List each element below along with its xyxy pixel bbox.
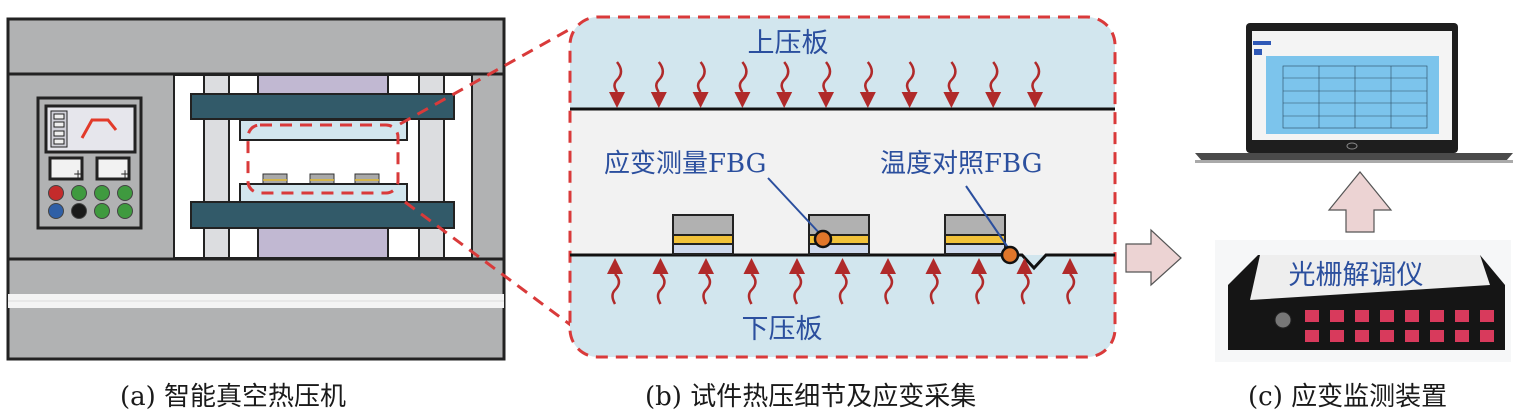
power-knob	[1275, 312, 1291, 328]
detail-specimens	[673, 215, 1005, 254]
hot-press-detail: 上压板 下压板 应变测量FBG 温度对照FBG	[570, 17, 1115, 357]
selector-knob	[72, 204, 87, 219]
lower-platen-beam	[191, 202, 454, 228]
temp-fbg-label: 温度对照FBG	[880, 149, 1042, 179]
fiber-port	[1330, 310, 1344, 322]
fiber-port	[1330, 330, 1344, 342]
strain-fbg-label: 应变测量FBG	[604, 149, 766, 179]
specimen-laminate	[945, 215, 1005, 254]
fiber-port	[1380, 310, 1394, 322]
fiber-port	[1455, 310, 1469, 322]
fiber-port	[1430, 310, 1444, 322]
fiber-port	[1480, 330, 1494, 342]
laptop-base	[1195, 153, 1513, 161]
fiber-port	[1430, 330, 1444, 342]
start-button-2	[95, 186, 110, 201]
upper-platen-beam	[191, 94, 454, 119]
fiber-port	[1480, 310, 1494, 322]
svg-text:+: +	[120, 167, 130, 181]
flow-arrow-up	[1329, 172, 1391, 232]
fiber-port	[1455, 330, 1469, 342]
stop-button	[49, 186, 64, 201]
fiber-port	[1355, 310, 1369, 322]
temp-fbg-sensor	[1002, 247, 1018, 263]
reset-button	[49, 204, 64, 219]
start-button-5	[118, 204, 133, 219]
fbg-interrogator: 光栅解调仪	[1215, 240, 1511, 362]
control-panel: + +	[38, 98, 141, 228]
svg-text:+: +	[73, 167, 83, 181]
hot-press-machine: + +	[8, 19, 504, 359]
start-button-1	[72, 186, 87, 201]
caption-b: (b) 试件热压细节及应变采集	[645, 376, 976, 413]
fiber-port	[1405, 310, 1419, 322]
upper-platen-label: 上压板	[748, 28, 829, 59]
fiber-port	[1305, 310, 1319, 322]
strain-fbg-sensor	[815, 231, 831, 247]
specimen-laminate	[673, 215, 733, 254]
specimens-small	[263, 174, 379, 184]
start-button-3	[118, 186, 133, 201]
laptop	[1195, 23, 1513, 163]
fiber-port	[1305, 330, 1319, 342]
fiber-port	[1380, 330, 1394, 342]
upper-heating-plate	[240, 120, 407, 140]
chart-area	[1266, 56, 1439, 134]
caption-c: (c) 应变监测装置	[1248, 376, 1447, 413]
start-button-4	[95, 204, 110, 219]
monitoring-device: 光栅解调仪	[1195, 23, 1513, 362]
fiber-port	[1355, 330, 1369, 342]
lower-platen-label: 下压板	[742, 314, 823, 345]
flow-arrow-right	[1126, 230, 1181, 285]
interrogator-label: 光栅解调仪	[1289, 260, 1424, 291]
caption-a: (a) 智能真空热压机	[120, 376, 346, 413]
fiber-port	[1405, 330, 1419, 342]
